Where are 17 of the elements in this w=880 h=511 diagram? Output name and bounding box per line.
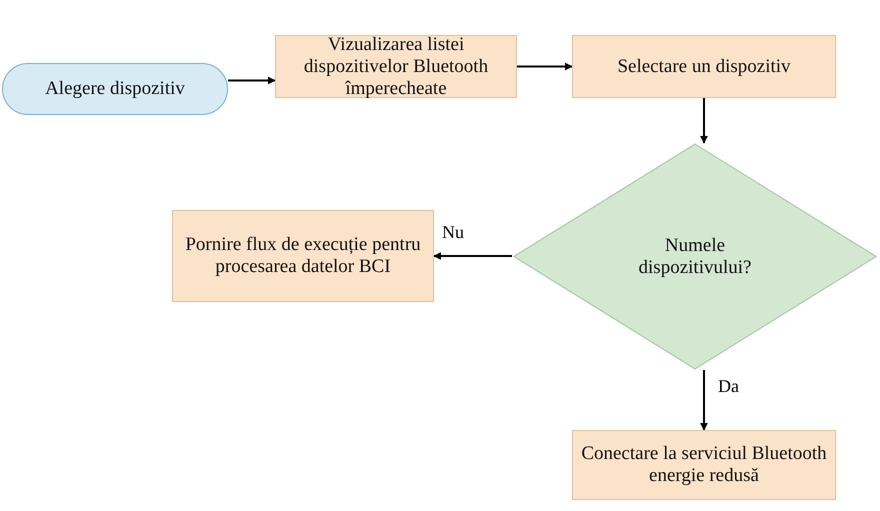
node-text: Vizualizarea listei dispozitivelor Bluetooth împerecheate (302, 34, 490, 100)
process-box (172, 210, 434, 302)
decision-diamond (512, 143, 878, 370)
node-text: Pornire flux de execuție pentru procesarea datelor BCI (184, 234, 422, 278)
process-box (275, 35, 517, 98)
node-text: Alegere dispozitiv (44, 78, 186, 100)
process-box (572, 430, 836, 500)
arrow (228, 76, 276, 84)
arrow (517, 62, 573, 70)
process-box (572, 35, 836, 98)
arrow (700, 370, 708, 431)
node-text: Selectare un dispozitiv (616, 56, 792, 78)
arrow (433, 252, 512, 260)
arrow (700, 98, 708, 144)
start-terminal (2, 63, 228, 115)
node-text: Conectare la serviciul Bluetooth energie redusă (580, 443, 828, 487)
node-text: Numele dispozitivului? (638, 234, 752, 278)
